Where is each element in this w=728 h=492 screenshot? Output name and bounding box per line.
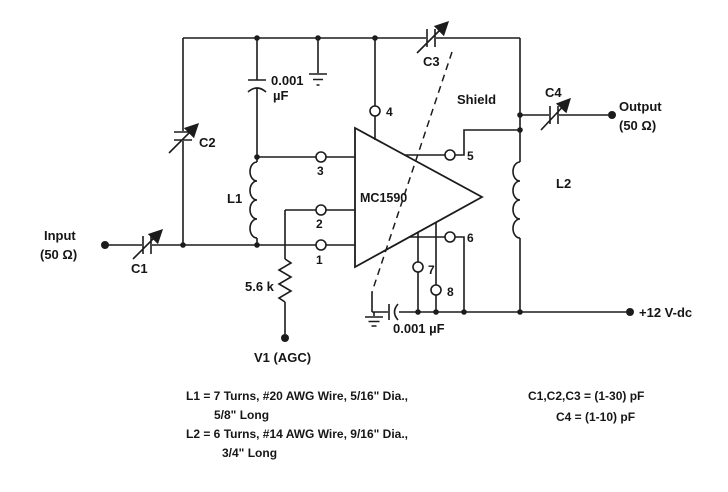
ground-symbol-bottom [365,312,383,327]
ic-name-label: MC1590 [360,191,407,205]
pin-3-terminal [315,151,327,163]
c4-label: C4 [545,85,562,100]
input-label: Input [44,228,76,243]
pin-7-label: 7 [428,263,435,277]
junction-dot [254,154,260,160]
agc-label: V1 (AGC) [254,350,311,365]
pin-2-terminal [315,204,327,216]
junction-dot [254,35,260,41]
pin-4-terminal [369,105,381,117]
output-impedance-label: (50 Ω) [619,118,656,133]
l1-label: L1 [227,191,242,206]
r1-value-label: 5.6 k [245,279,275,294]
wire-segments [105,37,626,334]
input-terminal-dot [101,241,109,249]
junction-dot [315,35,321,41]
junction-dot [415,309,421,315]
r1-resistor-symbol [277,258,293,303]
junction-dot [372,35,378,41]
c3-variable-capacitor-symbol [416,23,447,54]
note-c123-value: C1,C2,C3 = (1-30) pF [528,389,644,403]
output-label: Output [619,99,662,114]
c2-variable-capacitor-symbol [168,125,197,154]
bypass-top-unit-label: µF [273,88,288,103]
junction-dot [254,242,260,248]
note-c4-value: C4 = (1-10) pF [556,410,635,424]
bypass-capacitor-bottom-symbol [388,303,399,321]
note-l1-line1: L1 = 7 Turns, #20 AWG Wire, 5/16" Dia., [186,389,408,403]
pin-7-terminal [412,261,424,273]
junction-dot [517,127,523,133]
pin-3-label: 3 [317,164,324,178]
bypass-bottom-label: 0.001 µF [393,321,445,336]
c1-variable-capacitor-symbol [132,231,161,260]
pin-8-label: 8 [447,285,454,299]
c1-label: C1 [131,261,148,276]
junction-dot [461,309,467,315]
note-l2-line2: 3/4" Long [222,446,277,460]
supply-label: +12 V-dc [639,305,692,320]
junction-dot [517,309,523,315]
shield-label: Shield [457,92,496,107]
input-impedance-label: (50 Ω) [40,247,77,262]
pin-6-terminal [444,231,456,243]
supply-terminal-dot [626,308,634,316]
pin-4-label: 4 [386,105,393,119]
pin-5-terminal [444,149,456,161]
l2-label: L2 [556,176,571,191]
pin-2-label: 2 [316,217,323,231]
bypass-top-value-label: 0.001 [271,73,304,88]
pin-1-label: 1 [316,253,323,267]
junction-dot [517,112,523,118]
junction-dots [180,35,523,315]
junction-dot [180,242,186,248]
c4-variable-capacitor-symbol [540,100,569,131]
note-l2-line1: L2 = 6 Turns, #14 AWG Wire, 9/16" Dia., [186,427,408,441]
shield-line [371,51,453,293]
pin-5-label: 5 [467,149,474,163]
output-terminal-dot [608,111,616,119]
c2-label: C2 [199,135,216,150]
bypass-capacitor-top-symbol [247,79,267,93]
agc-terminal-dot [281,334,289,342]
pin-8-terminal [430,284,442,296]
pin-6-label: 6 [467,231,474,245]
note-l1-line2: 5/8" Long [214,408,269,422]
c3-label: C3 [423,54,440,69]
l1-inductor-symbol [249,161,258,239]
junction-dot [433,309,439,315]
l2-inductor-symbol [512,161,521,239]
ground-symbol-top [309,73,327,86]
pin-1-terminal [315,239,327,251]
